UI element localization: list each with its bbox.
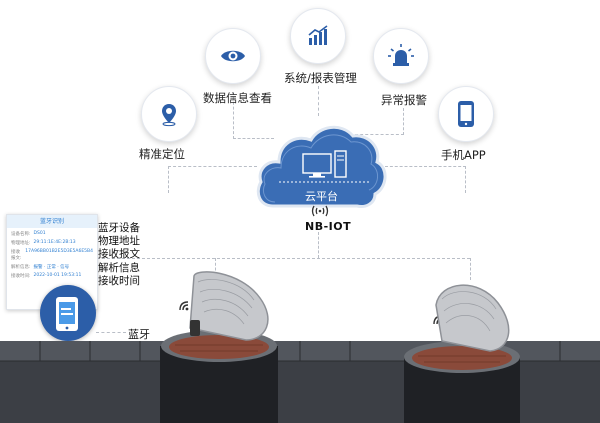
- alarm-label: 异常报警: [381, 93, 427, 107]
- smartphone-icon: [56, 297, 78, 331]
- connector-alarm: [355, 108, 404, 135]
- connector-system: [318, 86, 320, 116]
- manhole-right: [404, 284, 520, 423]
- app-screen-row: 接收报文:17A96BB01B2E5D3E5A6E5B4: [11, 249, 93, 261]
- info-item: 接收报文: [98, 248, 140, 261]
- server-monitor-icon: [302, 150, 347, 178]
- manhole-cover-left: [189, 271, 269, 341]
- signal-icon: [311, 205, 329, 217]
- smartphone-icon: [458, 101, 474, 127]
- manhole-left: [160, 271, 278, 423]
- info-item: 解析信息: [98, 261, 140, 274]
- data-view-label: 数据信息查看: [203, 91, 272, 105]
- info-item: 接收时间: [98, 274, 140, 287]
- positioning-feature: [141, 86, 197, 142]
- app-screen-row: 设备名称:DS01: [11, 231, 46, 237]
- data-view-feature: [205, 28, 261, 84]
- cloud-platform: [256, 125, 387, 208]
- bluetooth-phone-badge: [40, 285, 96, 341]
- connector-cloud-down: [318, 232, 320, 258]
- location-pin-icon: [162, 104, 176, 127]
- connector-right-drop: [470, 258, 472, 280]
- app-screen-row: 接收时间:2022-10-01 19:53:11: [11, 273, 82, 279]
- connector-left-drop: [215, 258, 217, 280]
- nb-iot-label: NB-IOT: [305, 220, 352, 233]
- siren-icon: [388, 44, 414, 66]
- mobile-app-label: 手机APP: [441, 148, 486, 162]
- bar-chart-icon: [308, 25, 328, 45]
- cloud-platform-label: 云平台: [305, 190, 338, 203]
- wireless-signal-icon: [179, 301, 189, 311]
- bluetooth-connector: [96, 332, 126, 334]
- connector-positioning: [168, 166, 257, 193]
- connector-network-line: [92, 258, 470, 260]
- connector-data-view: [233, 92, 274, 139]
- system-report-label: 系统/报表管理: [284, 71, 357, 85]
- info-item: 物理地址: [98, 235, 140, 248]
- info-item: 蓝牙设备: [98, 222, 140, 234]
- alarm-feature: [373, 28, 429, 84]
- app-screen-row: 物理地址:29:11:1E:4E:2B:13: [11, 240, 76, 246]
- app-screen-title: 蓝牙识别: [7, 215, 97, 228]
- bluetooth-label: 蓝牙: [128, 328, 150, 341]
- positioning-label: 精准定位: [139, 147, 185, 161]
- bluetooth-info-list: 蓝牙设备 物理地址 接收报文 解析信息 接收时间: [98, 222, 140, 288]
- eye-icon: [221, 50, 245, 62]
- connector-mobile: [385, 166, 466, 193]
- system-report-feature: [290, 8, 346, 64]
- mobile-app-feature: [438, 86, 494, 142]
- app-screen-row: 解析信息:报警 · 正常 · 信号: [11, 265, 70, 270]
